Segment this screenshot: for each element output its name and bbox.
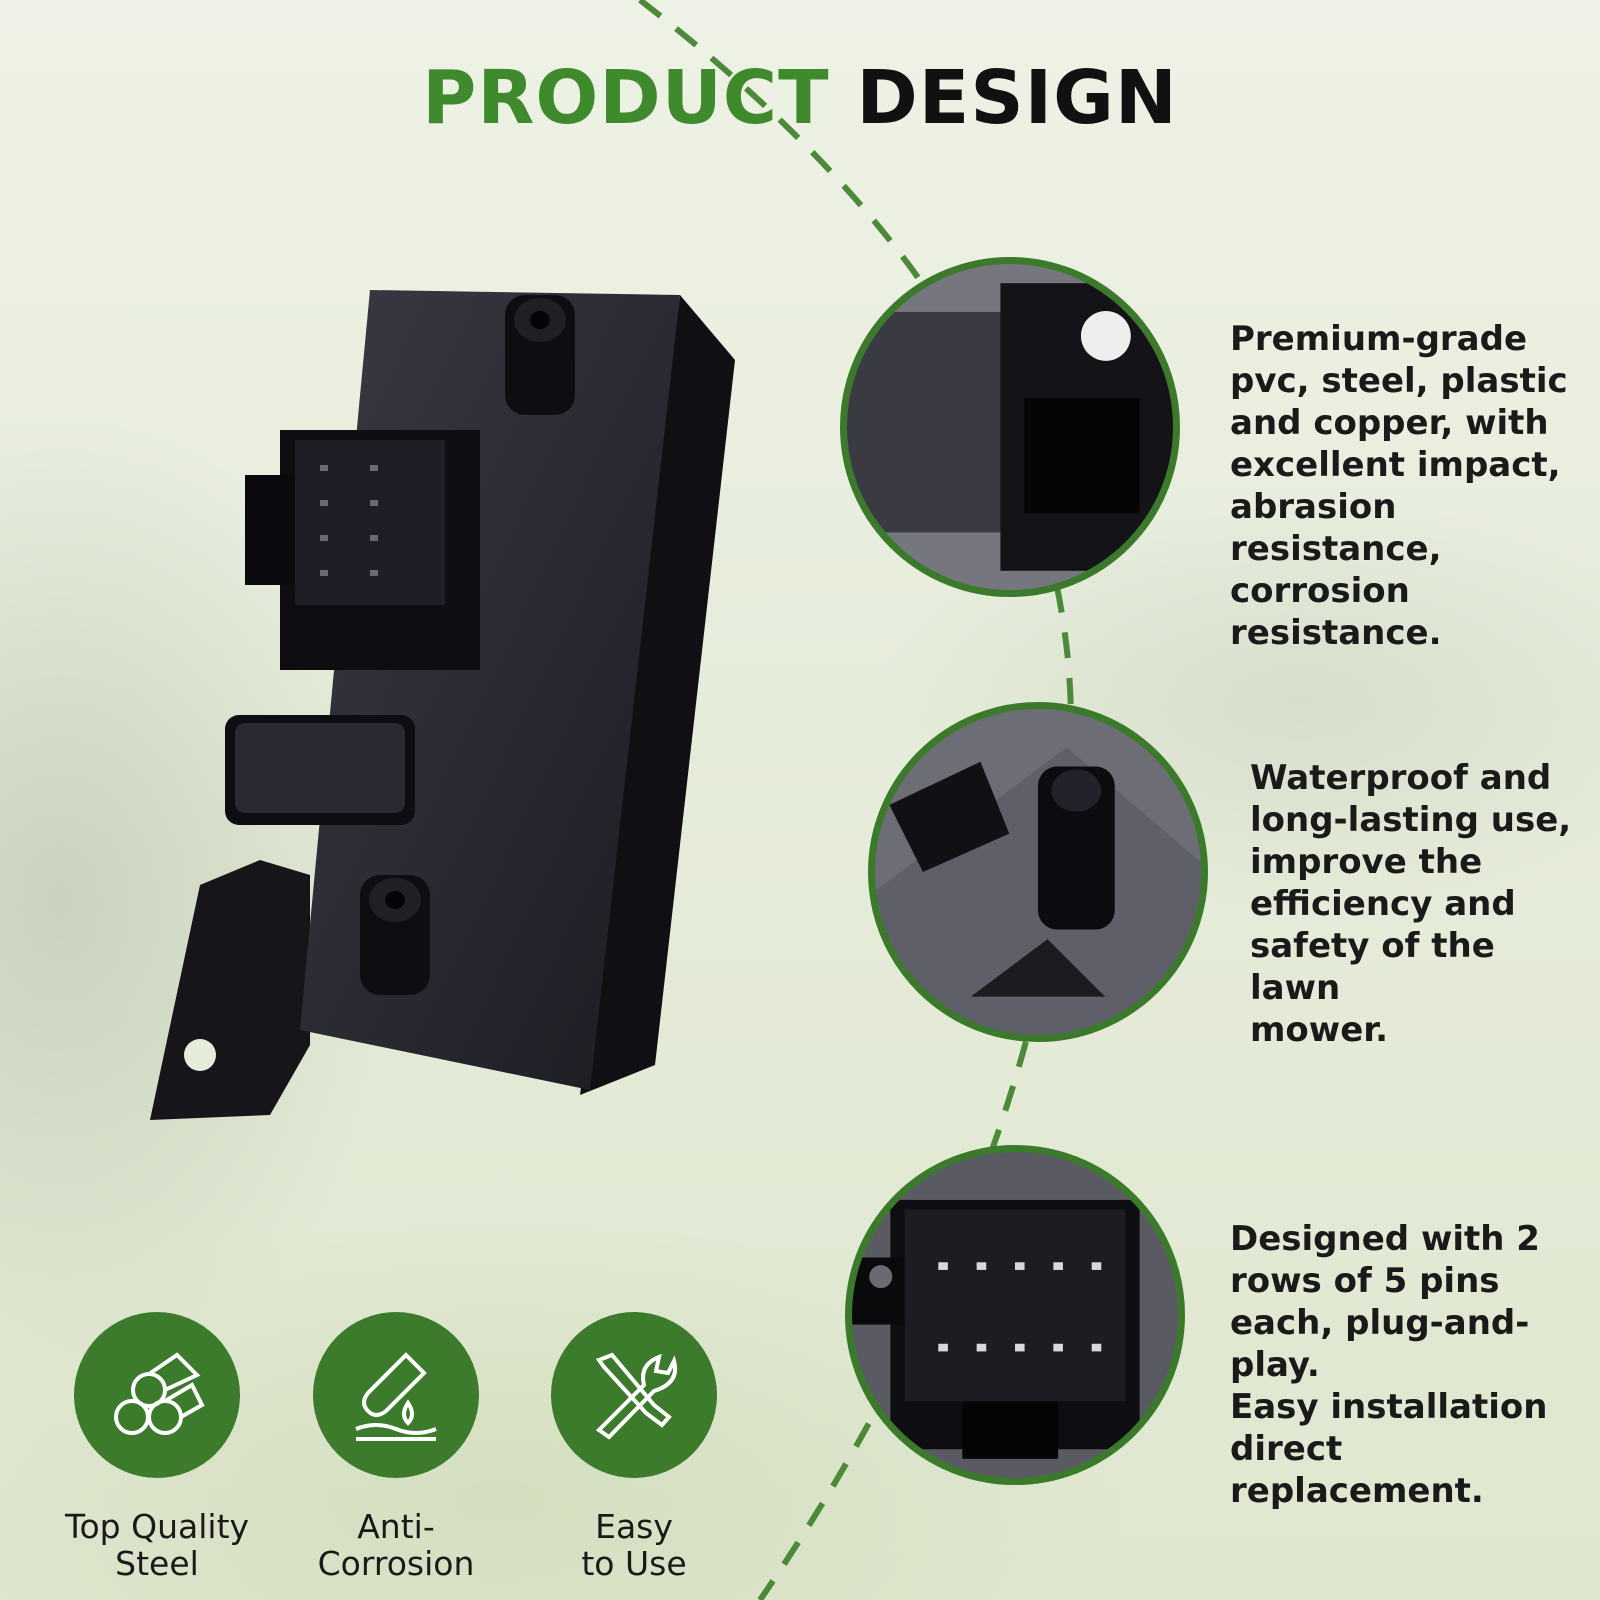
wrench-screwdriver-icon (551, 1312, 717, 1478)
title-black-word: DESIGN (856, 55, 1178, 141)
detail-text-waterproof: Waterproof and long-lasting use, improve… (1250, 758, 1572, 1050)
feature-anti-corrosion: Anti- Corrosion (276, 1312, 516, 1582)
feature-easy-to-use: Easy to Use (514, 1312, 754, 1582)
detail-text-pins: Designed with 2 rows of 5 pins each, plu… (1230, 1219, 1548, 1511)
detail-circle-post (868, 702, 1208, 1042)
feature-label-corrosion: Anti- Corrosion (317, 1507, 475, 1583)
feature-label-steel: Top Quality Steel (64, 1507, 250, 1583)
detail-circle-connector (845, 1145, 1185, 1485)
feature-label-easy: Easy to Use (581, 1507, 687, 1583)
title-green-word: PRODUCT (422, 55, 830, 141)
test-tube-drop-icon (313, 1312, 479, 1478)
detail-text-materials: Premium-grade pvc, steel, plastic and co… (1230, 319, 1568, 653)
detail-circle-top-corner (840, 257, 1180, 597)
feature-steel: Top Quality Steel (37, 1312, 277, 1582)
page-title: PRODUCT DESIGN (0, 55, 1600, 141)
steel-logs-icon (74, 1312, 240, 1478)
product-image (150, 290, 735, 1120)
